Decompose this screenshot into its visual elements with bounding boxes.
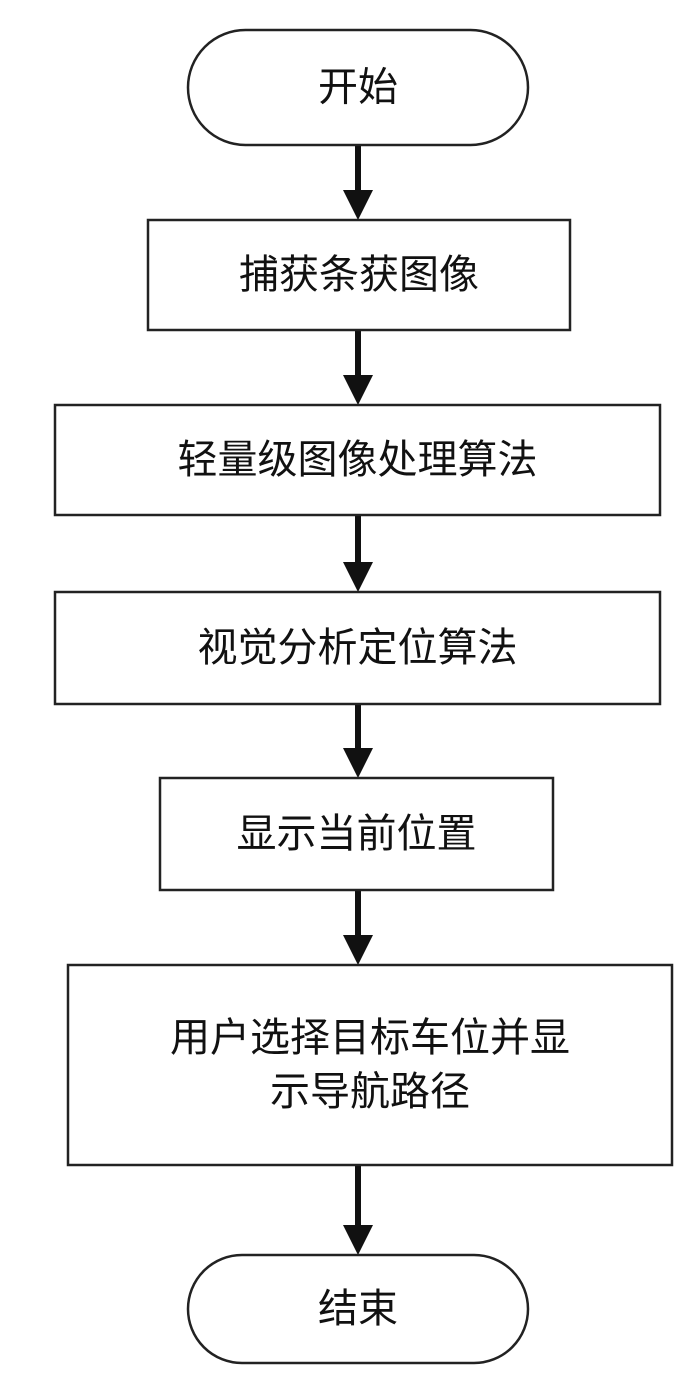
arrow-head (343, 190, 373, 220)
arrow-head (343, 935, 373, 965)
arrow-start-to-step1 (343, 145, 373, 220)
terminal-shape (186, 28, 530, 147)
arrow-step1-to-step2 (343, 330, 373, 405)
process-box (53, 590, 662, 706)
node-label: 捕获条获图像 (239, 252, 479, 298)
node-label: 轻量级图像处理算法 (178, 437, 538, 483)
node-label: 显示当前位置 (237, 811, 477, 857)
arrow-head (343, 748, 373, 778)
flowchart-node-step2: 轻量级图像处理算法 (53, 403, 662, 517)
arrow-step5-to-end (343, 1165, 373, 1255)
terminal-shape (186, 1253, 530, 1365)
arrow-step2-to-step3 (343, 515, 373, 592)
arrow-step3-to-step4 (343, 704, 373, 778)
arrow-head (343, 1225, 373, 1255)
flowchart-node-step4: 显示当前位置 (158, 776, 555, 892)
node-label: 视觉分析定位算法 (198, 625, 518, 671)
flowchart-node-step1: 捕获条获图像 (146, 218, 572, 332)
flowchart-node-start: 开始 (186, 28, 530, 147)
process-box (158, 776, 555, 892)
flowchart-node-end: 结束 (186, 1253, 530, 1365)
node-label: 开始 (318, 65, 398, 111)
node-label: 用户选择目标车位并显 (170, 1015, 570, 1061)
process-box (66, 963, 674, 1167)
process-box (146, 218, 572, 332)
flowchart-node-step3: 视觉分析定位算法 (53, 590, 662, 706)
arrow-head (343, 375, 373, 405)
arrow-head (343, 562, 373, 592)
flowchart-edges (343, 145, 373, 1255)
node-label: 示导航路径 (270, 1069, 470, 1115)
arrow-step4-to-step5 (343, 890, 373, 965)
flowchart-nodes: 开始捕获条获图像轻量级图像处理算法视觉分析定位算法显示当前位置用户选择目标车位并… (53, 28, 674, 1365)
process-box (53, 403, 662, 517)
node-label: 结束 (318, 1286, 398, 1332)
